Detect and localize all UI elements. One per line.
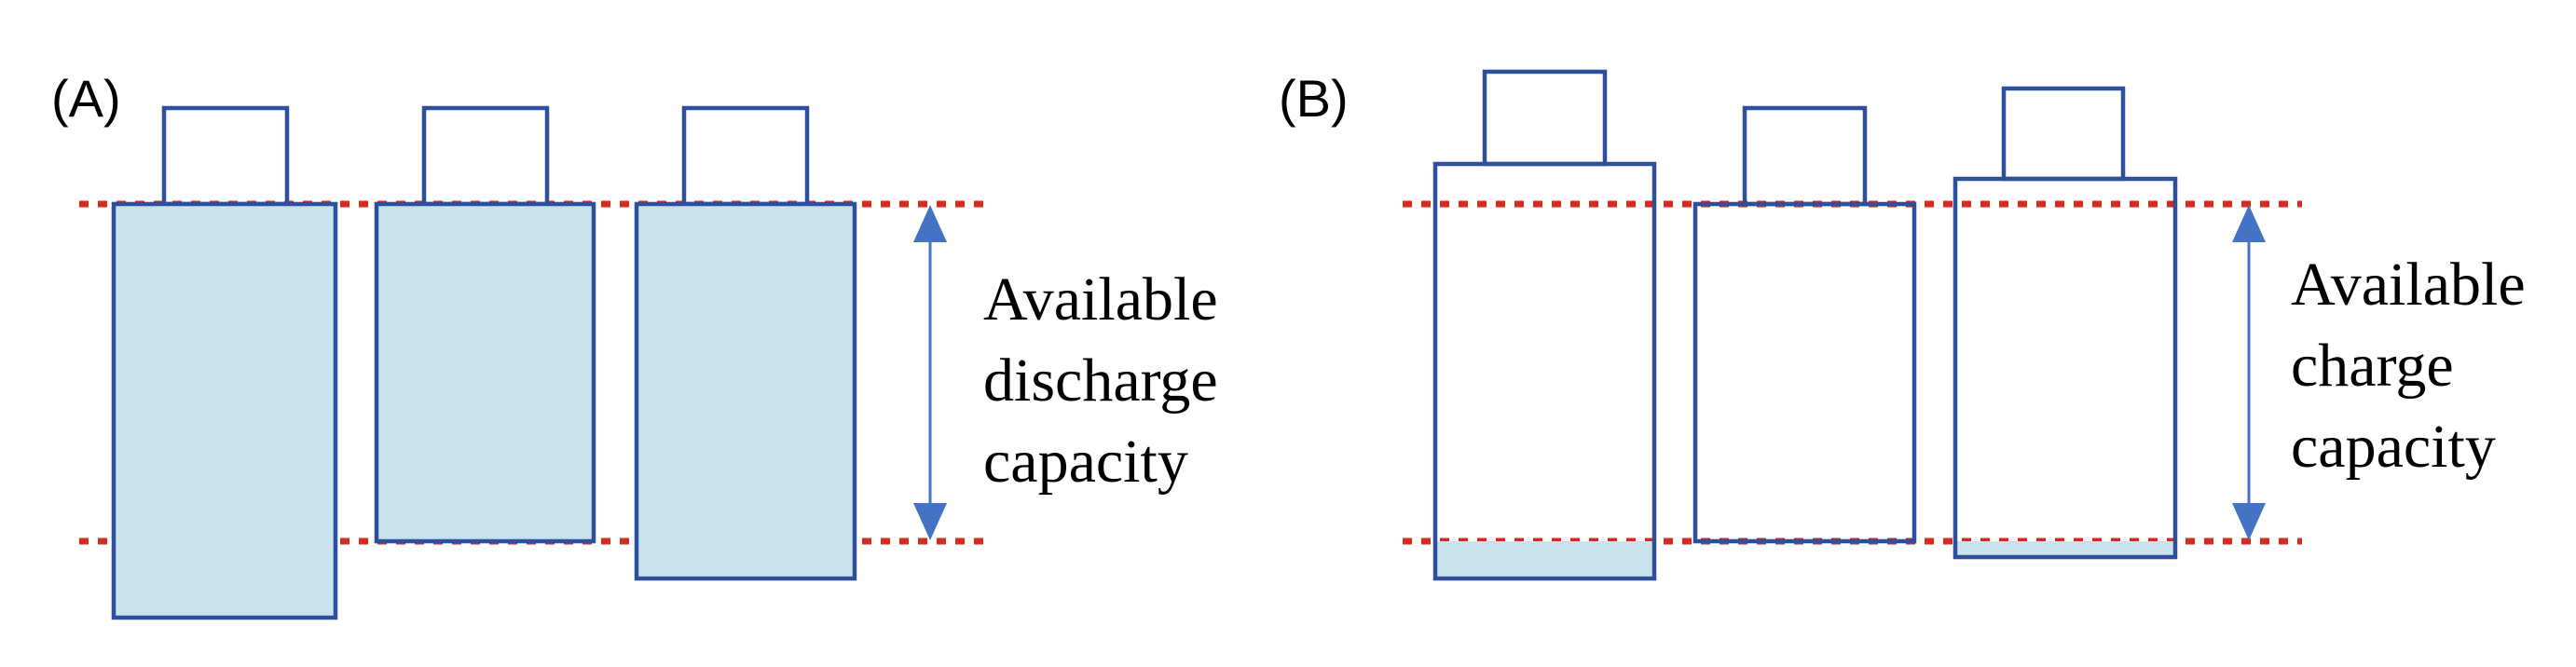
cell-terminal xyxy=(681,105,810,207)
caption-line: capacity xyxy=(2291,413,2496,481)
cell-charge-fill xyxy=(114,204,336,618)
arrow-head-up xyxy=(913,205,947,242)
panel-a-caption: Available discharge capacity xyxy=(983,265,1233,496)
panel-b: (B) Available charge xyxy=(1279,69,2541,581)
panel-a-label: (A) xyxy=(51,69,121,128)
caption-line: capacity xyxy=(983,428,1188,496)
caption-line: charge xyxy=(2291,332,2454,400)
caption-line: Available xyxy=(2291,251,2526,319)
cell-body xyxy=(1692,201,1917,544)
cell-terminal xyxy=(1742,105,1868,207)
arrow-head-down xyxy=(913,503,947,540)
panel-a-cell-3 xyxy=(634,105,857,581)
caption-line: Available xyxy=(983,265,1218,334)
panel-b-capacity-arrow xyxy=(2232,205,2266,540)
cell-body xyxy=(374,201,596,544)
cell-terminal xyxy=(1482,69,1608,167)
caption-line: discharge xyxy=(983,347,1218,415)
arrow-head-down xyxy=(2232,503,2266,540)
cell-charge-fill xyxy=(637,204,855,579)
cell-body xyxy=(634,201,857,581)
panel-b-cell-1 xyxy=(1432,69,1657,581)
cell-body xyxy=(111,201,338,620)
cell-body xyxy=(1953,176,2178,560)
cell-body xyxy=(1432,161,1657,581)
cell-charge-fill xyxy=(1955,541,2175,557)
panel-a-cell-1 xyxy=(111,105,338,620)
arrow-head-up xyxy=(2232,205,2266,242)
panel-a: (A) Available xyxy=(51,69,1233,620)
cell-terminal xyxy=(421,105,550,207)
panel-b-label: (B) xyxy=(1279,69,1349,128)
panel-b-cell-2 xyxy=(1692,105,1917,544)
panel-a-capacity-arrow xyxy=(913,205,947,540)
panel-a-cell-2 xyxy=(374,105,596,544)
panel-b-caption: Available charge capacity xyxy=(2291,251,2541,481)
cell-charge-fill xyxy=(1435,541,1654,579)
cell-charge-fill xyxy=(377,204,594,541)
cell-terminal xyxy=(161,105,290,207)
panel-b-cell-3 xyxy=(1953,86,2178,560)
cell-terminal xyxy=(2001,86,2126,182)
